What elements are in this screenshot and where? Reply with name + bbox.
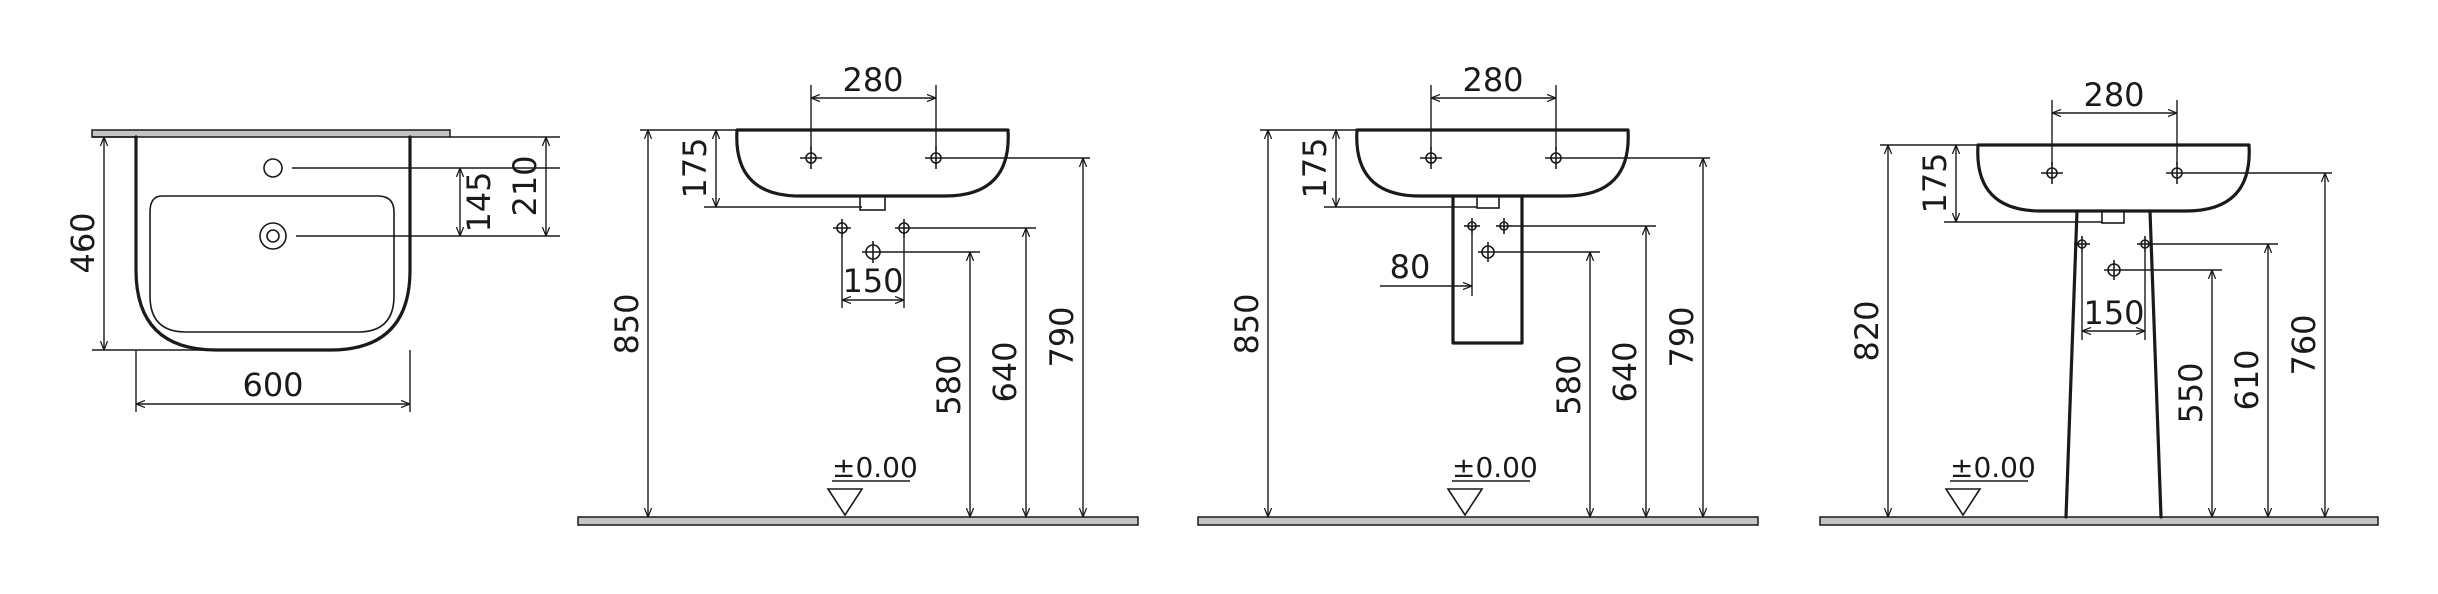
bowl-outline [149, 195, 395, 333]
dim-label-waste-height: 550 [2172, 362, 2210, 423]
level-triangle-icon [1446, 488, 1484, 517]
basin-outline [735, 128, 1010, 198]
full-pedestal-view: 280 175 150 820 550 610 760 ±0.00 [1819, 76, 2379, 526]
dim-label-rim-drop: 175 [1916, 152, 1954, 213]
waste-hole-icon [862, 241, 884, 263]
dim-label-rim-height: 820 [1848, 300, 1886, 361]
dim-label-waste-offset: 80 [1390, 248, 1431, 286]
basin-outline [134, 135, 412, 352]
plan-view: 460 600 145 210 [64, 129, 560, 412]
basin-outline [1976, 143, 2251, 213]
floor-strip [577, 516, 1139, 526]
dim-label-rim-drop: 175 [676, 137, 714, 198]
fixing-hole-icon [1420, 147, 1442, 169]
dim-label-holes: 280 [842, 61, 903, 99]
supply-hole-icon [2074, 236, 2090, 252]
dim-label-holes: 280 [2083, 76, 2144, 114]
floor-strip [1197, 516, 1759, 526]
fixing-hole-icon [2041, 162, 2063, 184]
fixing-hole-icon [925, 147, 947, 169]
tap-hole-icon [263, 158, 283, 178]
dim-label-supply-height: 640 [1606, 341, 1644, 402]
supply-hole-icon [1496, 218, 1512, 234]
dim-label-waste-height: 580 [930, 354, 968, 415]
fixing-hole-icon [800, 147, 822, 169]
dim-label-rim-drop: 175 [1296, 137, 1334, 198]
fixing-hole-icon [2166, 162, 2188, 184]
level-triangle-icon [826, 488, 864, 517]
dim-label-tap-to-wall: 210 [506, 155, 544, 216]
level-label: ±0.00 [1452, 451, 1538, 484]
dim-label-waste-height: 580 [1550, 354, 1588, 415]
dim-label-waste-spacing: 150 [842, 262, 903, 300]
basin-outline [1355, 128, 1630, 198]
half-pedestal-outline [1451, 194, 1524, 345]
supply-hole-icon [895, 219, 913, 237]
pedestal-outline [2064, 209, 2163, 519]
level-label: ±0.00 [832, 451, 918, 484]
level-triangle-icon [1944, 488, 1982, 517]
dim-label-fixing-height: 760 [2285, 314, 2323, 375]
level-label: ±0.00 [1950, 451, 2036, 484]
dim-label-rim-height: 850 [608, 293, 646, 354]
waste-outlet [2101, 210, 2125, 224]
supply-hole-icon [1464, 218, 1480, 234]
waste-inner-icon [266, 229, 280, 243]
wall-hung-view: 280 175 150 850 580 640 790 ±0.00 [577, 61, 1139, 526]
waste-outlet [859, 195, 886, 211]
waste-outer-icon [259, 222, 287, 250]
wall-strip [91, 129, 451, 138]
dim-label-rim-height: 850 [1228, 293, 1266, 354]
dim-label-waste-to-tap: 145 [460, 171, 498, 232]
supply-hole-icon [833, 219, 851, 237]
half-pedestal-view: 280 175 80 850 580 640 790 ±0.00 [1197, 61, 1759, 526]
dim-label-width: 600 [242, 366, 303, 404]
dim-label-supply-height: 640 [986, 341, 1024, 402]
dim-label-waste-spacing: 150 [2083, 294, 2144, 332]
dim-label-supply-height: 610 [2228, 349, 2266, 410]
dim-label-fixing-height: 790 [1663, 306, 1701, 367]
dim-label-holes: 280 [1462, 61, 1523, 99]
waste-hole-icon [2104, 260, 2124, 280]
dim-label-fixing-height: 790 [1043, 306, 1081, 367]
dim-label-depth: 460 [64, 212, 102, 273]
waste-hole-icon [1478, 242, 1498, 262]
fixing-hole-icon [1545, 147, 1567, 169]
waste-outlet [1476, 195, 1500, 209]
supply-hole-icon [2137, 236, 2153, 252]
floor-strip [1819, 516, 2379, 526]
